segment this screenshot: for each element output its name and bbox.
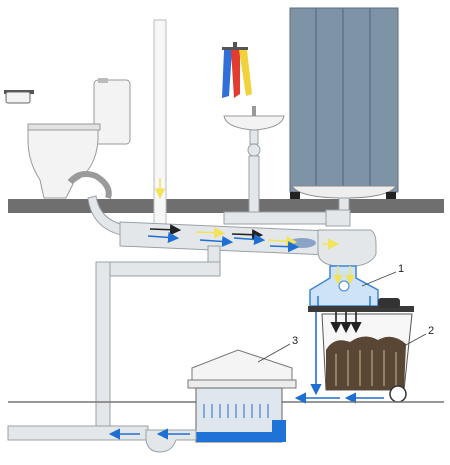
towel-rack-icon bbox=[222, 42, 252, 98]
waste-pipe-network bbox=[7, 195, 377, 441]
vent-pipe bbox=[153, 19, 167, 231]
upper-floor-slab bbox=[8, 199, 444, 213]
compost-bin bbox=[308, 298, 414, 403]
toilet-icon bbox=[27, 78, 131, 199]
callout-leaders bbox=[257, 271, 427, 363]
liquid-down-flow bbox=[310, 312, 384, 404]
paper-holder-icon bbox=[4, 90, 34, 104]
callout-1: 1 bbox=[398, 263, 404, 275]
flow-arrows-collector bbox=[147, 224, 340, 253]
callout-2: 2 bbox=[428, 325, 434, 337]
separator-unit bbox=[309, 265, 379, 307]
bathtub-icon bbox=[290, 185, 397, 217]
sink-icon bbox=[223, 106, 285, 217]
filter-tank bbox=[187, 349, 340, 443]
callout-3: 3 bbox=[292, 335, 298, 347]
shower-curtain-icon bbox=[289, 7, 399, 193]
drain-trap bbox=[108, 428, 197, 453]
